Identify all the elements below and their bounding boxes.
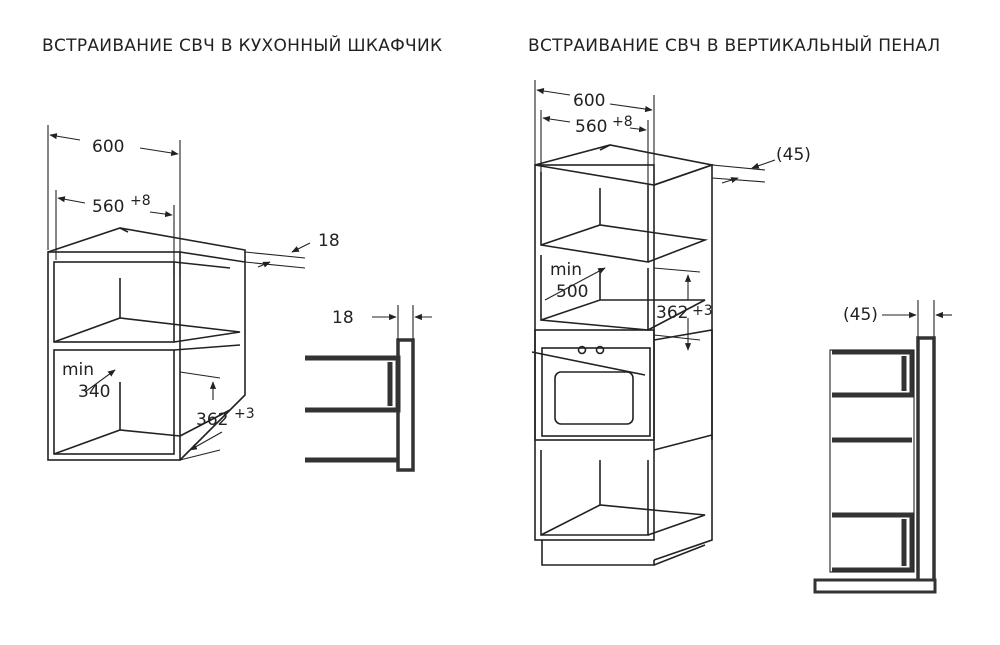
right-width-label: 600 — [573, 91, 605, 111]
left-min-label: min — [62, 360, 94, 380]
right-dimensions — [534, 80, 776, 351]
left-diagram-title: ВСТРАИВАНИЕ СВЧ В КУХОННЫЙ ШКАФЧИК — [42, 36, 443, 56]
right-inner-width-label: 560 — [575, 117, 607, 137]
left-side-thickness-label: 18 — [332, 308, 354, 328]
right-height-tolerance: +3 — [692, 303, 713, 319]
right-inner-width-tolerance: +8 — [612, 114, 633, 130]
left-inner-width-tolerance: +8 — [130, 193, 151, 209]
right-gap-label: (45) — [776, 145, 811, 165]
right-side-gap-label: (45) — [843, 305, 878, 325]
right-diagram-title: ВСТРАИВАНИЕ СВЧ В ВЕРТИКАЛЬНЫЙ ПЕНАЛ — [528, 36, 941, 56]
left-height-tolerance: +3 — [234, 406, 255, 422]
right-min-depth-label: 500 — [556, 282, 588, 302]
wall-cabinet-side-view — [305, 305, 432, 472]
left-inner-width-label: 560 — [92, 197, 124, 217]
right-height-label: 362 — [656, 303, 688, 323]
tall-column-side-view — [813, 300, 952, 594]
left-min-depth-label: 340 — [78, 382, 110, 402]
left-height-label: 362 — [196, 410, 228, 430]
left-thickness-label: 18 — [318, 231, 340, 251]
wall-cabinet-drawing — [47, 227, 246, 461]
left-dimensions — [47, 125, 311, 461]
right-min-label: min — [550, 260, 582, 280]
tall-column-drawing — [531, 144, 716, 566]
left-width-label: 600 — [92, 137, 124, 157]
